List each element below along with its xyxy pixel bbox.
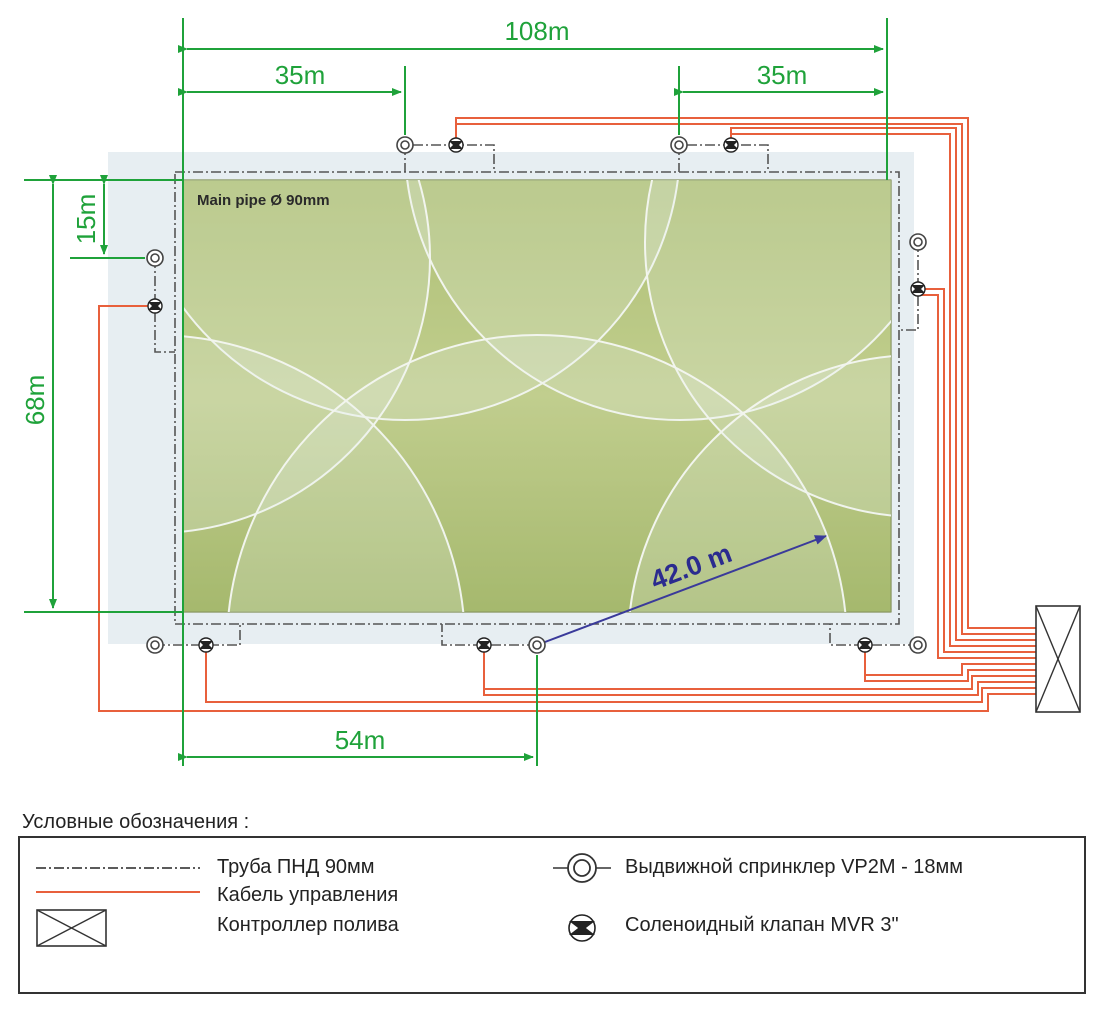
coverage-arc bbox=[227, 334, 847, 612]
legend-sprinkler-label: Выдвижной спринклер VP2M - 18мм bbox=[625, 856, 964, 878]
legend-controller-label: Контроллер полива bbox=[217, 914, 399, 936]
dim-top-left: 35m bbox=[275, 60, 326, 90]
coverage-arc bbox=[644, 180, 891, 517]
coverage-arc bbox=[183, 335, 465, 612]
legend-title: Условные обозначения : bbox=[22, 811, 250, 833]
legend-controller-icon bbox=[36, 909, 107, 947]
legend-valve-icon bbox=[568, 914, 596, 942]
legend-box bbox=[18, 836, 1086, 994]
coverage-arcs bbox=[183, 180, 891, 612]
coverage-arc bbox=[406, 180, 891, 421]
dim-field-height: 68m bbox=[20, 375, 50, 426]
irrigation-controller bbox=[1035, 605, 1081, 713]
radius-arrow bbox=[536, 535, 827, 646]
dim-left-edge: 15m bbox=[71, 194, 101, 245]
coverage-arc bbox=[183, 180, 679, 421]
legend-sprinkler-icon bbox=[553, 853, 611, 883]
coverage-arc bbox=[628, 355, 891, 612]
field-plan: 42.0 m Main pipe Ø 90mm bbox=[20, 16, 1081, 766]
coverage-arc bbox=[183, 180, 431, 533]
dim-bottom: 54m bbox=[335, 725, 386, 755]
dim-total-width: 108m bbox=[504, 16, 569, 46]
legend-cable-label: Кабель управления bbox=[217, 884, 399, 906]
legend-valve-label: Соленоидный клапан MVR 3" bbox=[625, 914, 899, 936]
main-pipe-label: Main pipe Ø 90mm bbox=[197, 192, 330, 209]
dim-top-right: 35m bbox=[757, 60, 808, 90]
dimension-lines bbox=[24, 18, 888, 766]
field-area bbox=[182, 179, 892, 613]
legend-pipe-label: Труба ПНД 90мм bbox=[217, 856, 375, 878]
